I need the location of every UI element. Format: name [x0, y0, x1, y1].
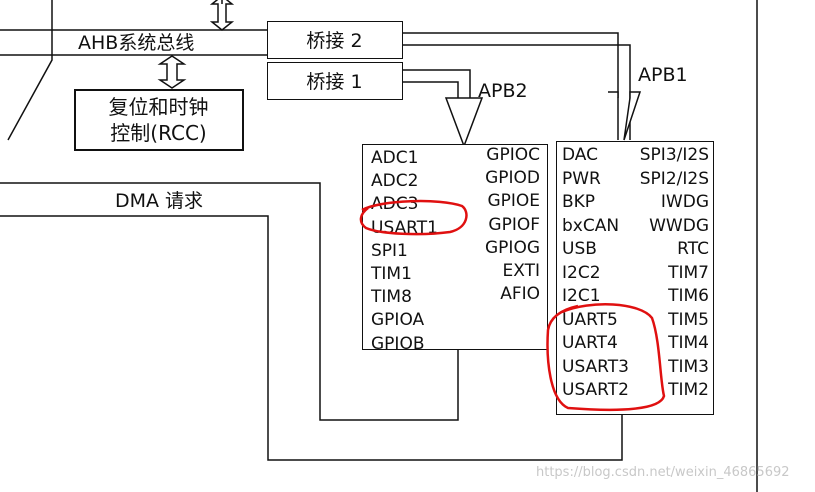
peripheral-i2c2: I2C2	[562, 262, 601, 283]
peripheral-adc3: ADC3	[371, 194, 419, 215]
peripheral-tim2: TIM2	[668, 380, 709, 400]
peripheral-gpioa: GPIOA	[371, 310, 425, 331]
top-double-arrow	[209, 0, 235, 31]
core-block-edge	[7, 0, 53, 141]
rcc-double-arrow	[157, 55, 187, 89]
uart-group-circle	[546, 303, 666, 412]
peripheral-uart5: UART5	[562, 309, 618, 330]
peripheral-tim4: TIM4	[668, 333, 709, 353]
peripheral-iwdg: IWDG	[660, 192, 709, 212]
apb2-arrowhead	[444, 97, 484, 149]
peripheral-dac: DAC	[562, 145, 598, 165]
bridge-1-box: 桥接 1	[267, 62, 403, 100]
peripheral-usb: USB	[562, 239, 597, 259]
rcc-label-line2: 控制(RCC)	[110, 121, 207, 145]
apb1-arrowhead	[608, 91, 642, 141]
peripheral-wwdg: WWDG	[649, 215, 709, 236]
peripheral-exti: EXTI	[502, 261, 541, 281]
peripheral-spi2-i2s: SPI2/I2S	[639, 168, 709, 189]
usart1-circle	[359, 199, 468, 236]
peripheral-spi1: SPI1	[371, 240, 408, 261]
peripheral-tim8: TIM8	[371, 287, 412, 308]
apb1-line-outer	[402, 32, 619, 140]
apb2-peripheral-box	[362, 144, 548, 350]
bridge-2-label: 桥接 2	[306, 30, 363, 52]
peripheral-usart2: USART2	[562, 380, 629, 400]
peripheral-gpiod: GPIOD	[485, 168, 540, 189]
peripheral-pwr: PWR	[562, 168, 601, 189]
peripheral-bkp: BKP	[562, 192, 596, 212]
ahb-bus-label: AHB系统总线	[78, 32, 195, 54]
bridge-1-label: 桥接 1	[306, 71, 363, 93]
dma-line-outer	[0, 182, 459, 421]
peripheral-afio: AFIO	[500, 284, 540, 305]
apb2-line-outer	[402, 69, 471, 98]
peripheral-tim6: TIM6	[668, 286, 709, 306]
dma-line-inner	[0, 215, 623, 461]
peripheral-tim3: TIM3	[668, 356, 709, 377]
rcc-label-line1: 复位和时钟	[108, 95, 209, 119]
watermark: https://blog.csdn.net/weixin_46865692	[536, 465, 790, 480]
dma-request-label: DMA 请求	[115, 190, 204, 212]
peripheral-gpiof: GPIOF	[488, 214, 540, 235]
rcc-box: 复位和时钟 控制(RCC)	[74, 89, 244, 151]
peripheral-adc2: ADC2	[371, 171, 419, 192]
peripheral-rtc: RTC	[677, 239, 709, 259]
apb2-line-inner	[402, 81, 459, 98]
peripheral-spi3-i2s: SPI3/I2S	[639, 145, 709, 165]
peripheral-bxcan: bxCAN	[562, 215, 620, 236]
apb1-peripheral-box	[556, 141, 714, 415]
bridge-2-box: 桥接 2	[267, 21, 403, 59]
peripheral-gpioe: GPIOE	[487, 191, 540, 212]
peripheral-tim7: TIM7	[668, 262, 709, 283]
apb2-label: APB2	[478, 80, 528, 102]
peripheral-gpiob: GPIOB	[371, 333, 425, 354]
peripheral-gpioc: GPIOC	[486, 145, 540, 165]
peripheral-i2c1: I2C1	[562, 286, 601, 306]
peripheral-tim5: TIM5	[668, 309, 709, 330]
peripheral-usart3: USART3	[562, 356, 629, 377]
apb1-label: APB1	[638, 64, 688, 86]
peripheral-adc1: ADC1	[371, 148, 419, 168]
peripheral-gpiog: GPIOG	[485, 237, 540, 258]
peripheral-tim1: TIM1	[371, 264, 412, 284]
peripheral-uart4: UART4	[562, 333, 618, 353]
